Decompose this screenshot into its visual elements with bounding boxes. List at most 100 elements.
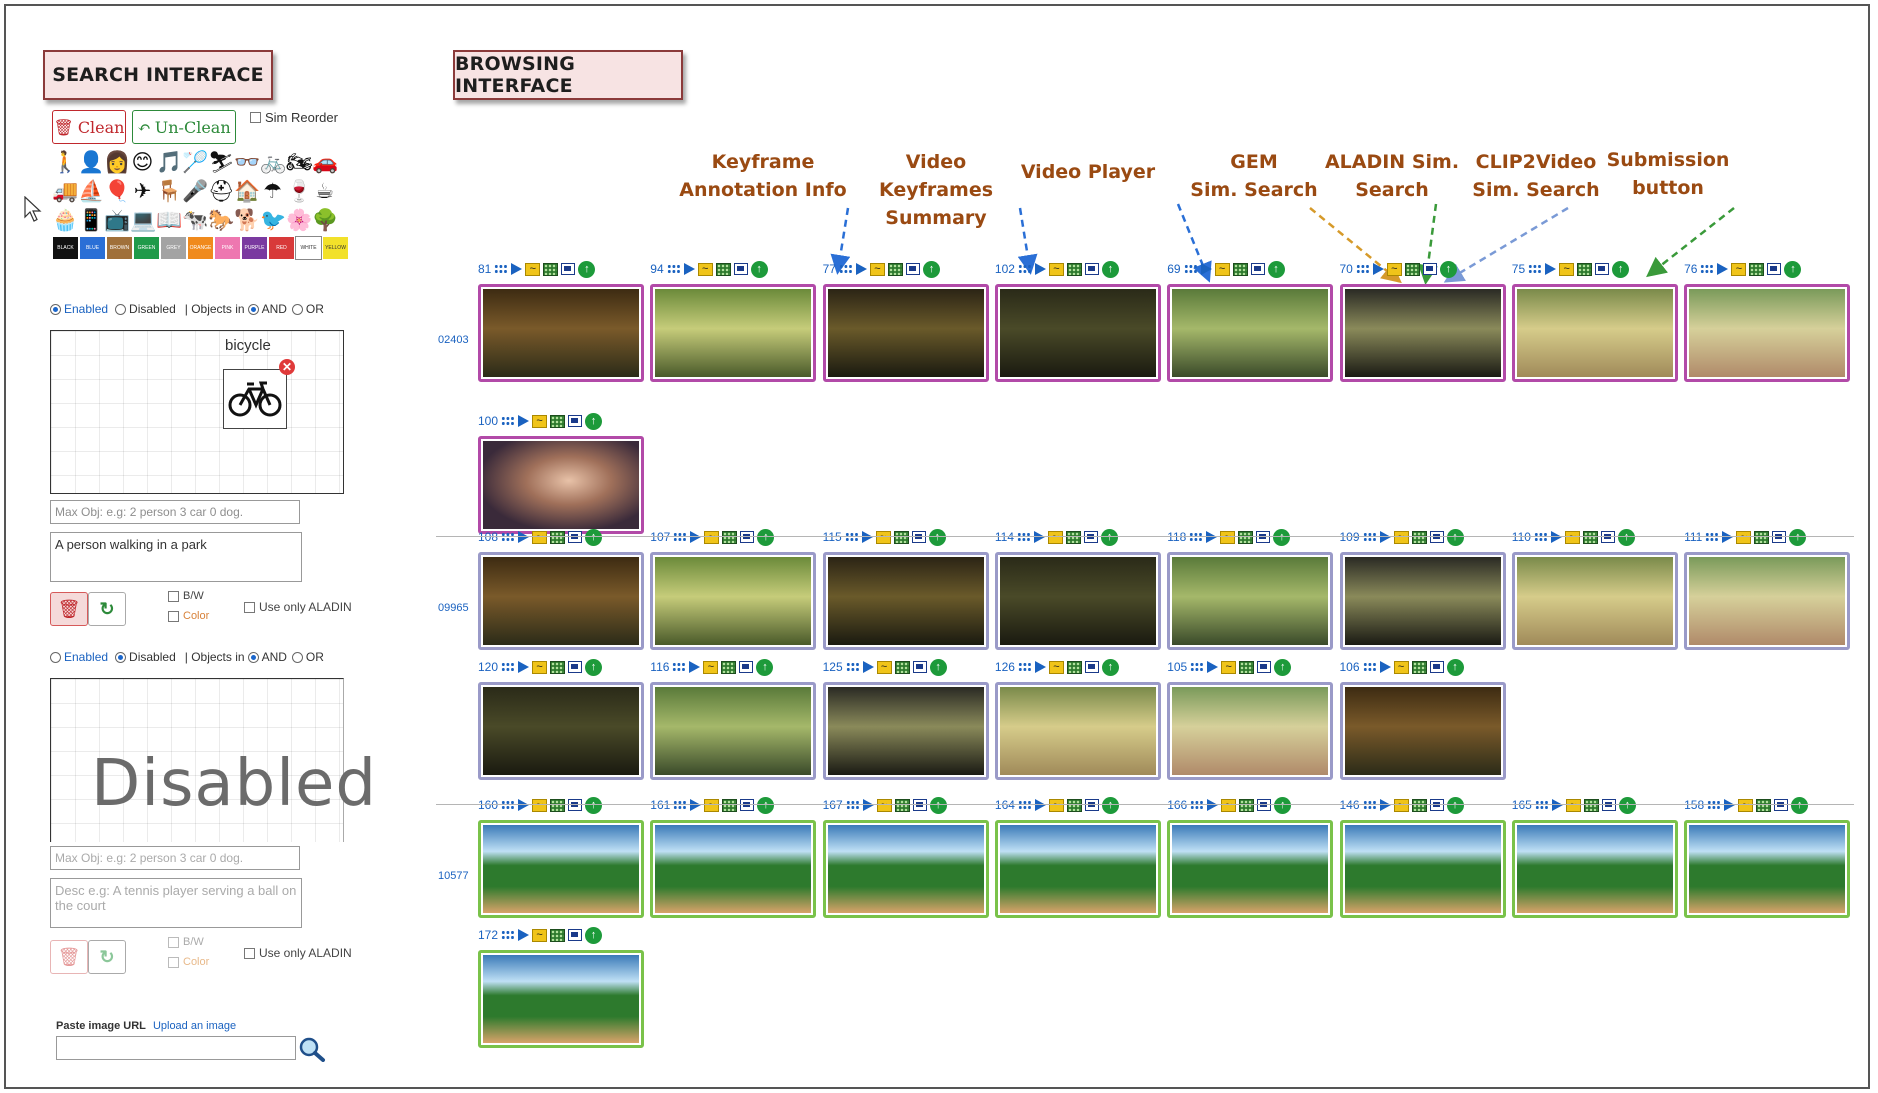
object-palette-icon[interactable]: 🐎 — [208, 208, 235, 232]
clip2video-search-icon[interactable] — [568, 799, 583, 811]
aladin-search-icon[interactable] — [721, 660, 737, 674]
gem-search-icon[interactable]: ~ — [1214, 262, 1230, 276]
video-player-icon[interactable] — [689, 661, 701, 673]
aladin-search-icon[interactable] — [1066, 530, 1082, 544]
query2-delete-button[interactable]: 🗑 — [50, 940, 88, 974]
clip2video-search-icon[interactable] — [911, 531, 926, 543]
aladin-search-icon[interactable] — [550, 414, 566, 428]
color-swatch-grey[interactable]: GREY — [160, 236, 187, 260]
color-swatch-brown[interactable]: BROWN — [106, 236, 133, 260]
clip2video-search-icon[interactable] — [1257, 799, 1272, 811]
keyframe-summary-icon[interactable] — [1533, 532, 1548, 542]
keyframe-id-label[interactable]: 109 — [1339, 530, 1360, 544]
keyframe-thumbnail[interactable] — [1684, 820, 1851, 918]
aladin-search-icon[interactable] — [1749, 262, 1765, 276]
keyframe-id-label[interactable]: 76 — [1684, 262, 1698, 276]
video-player-icon[interactable] — [1034, 661, 1046, 673]
keyframe-summary-icon[interactable] — [1017, 800, 1032, 810]
keyframe-id-label[interactable]: 108 — [478, 530, 499, 544]
keyframe-thumbnail[interactable] — [994, 552, 1161, 650]
submit-icon[interactable]: ↑ — [750, 260, 768, 278]
video-player-icon[interactable] — [1207, 661, 1219, 673]
query1-color-checkbox[interactable] — [168, 610, 179, 622]
keyframe-summary-icon[interactable] — [501, 930, 516, 940]
keyframe-thumbnail[interactable] — [1339, 820, 1506, 918]
object-palette-icon[interactable]: 💻 — [130, 208, 157, 232]
video-player-icon[interactable] — [518, 661, 530, 673]
clip2video-search-icon[interactable] — [905, 263, 920, 275]
query2-and-radio[interactable] — [247, 651, 259, 663]
aladin-search-icon[interactable] — [1583, 798, 1599, 812]
submit-icon[interactable]: ↑ — [1784, 260, 1802, 278]
gem-search-icon[interactable]: ~ — [697, 262, 713, 276]
submit-icon[interactable]: ↑ — [1791, 796, 1809, 814]
clean-button[interactable]: 🗑Clean — [52, 110, 126, 144]
keyframe-summary-icon[interactable] — [494, 264, 509, 274]
submit-icon[interactable]: ↑ — [929, 658, 947, 676]
submit-icon[interactable]: ↑ — [1789, 528, 1807, 546]
keyframe-id-label[interactable]: 69 — [1167, 262, 1181, 276]
keyframe-summary-icon[interactable] — [666, 264, 681, 274]
color-swatch-blue[interactable]: BLUE — [79, 236, 106, 260]
submit-icon[interactable]: ↑ — [1274, 658, 1292, 676]
object-palette-icon[interactable]: 🏸 — [182, 150, 209, 174]
remove-object-icon[interactable]: ✕ — [279, 359, 295, 375]
gem-search-icon[interactable]: ~ — [704, 798, 720, 812]
keyframe-thumbnail[interactable] — [1511, 820, 1678, 918]
aladin-search-icon[interactable] — [893, 530, 909, 544]
keyframe-id-label[interactable]: 102 — [994, 262, 1015, 276]
submit-icon[interactable]: ↑ — [928, 528, 946, 546]
keyframe-id-label[interactable]: 81 — [478, 262, 492, 276]
video-player-icon[interactable] — [518, 799, 530, 811]
video-player-icon[interactable] — [518, 929, 530, 941]
video-player-icon[interactable] — [1034, 799, 1046, 811]
object-palette-icon[interactable]: 🐄 — [182, 208, 209, 232]
keyframe-summary-icon[interactable] — [1528, 264, 1543, 274]
clip2video-search-icon[interactable] — [1257, 661, 1272, 673]
query2-aladin-toggle[interactable]: Use only ALADIN — [244, 946, 352, 960]
keyframe-id-label[interactable]: 160 — [478, 798, 499, 812]
submit-icon[interactable]: ↑ — [1439, 260, 1457, 278]
aladin-search-icon[interactable] — [1066, 660, 1082, 674]
keyframe-thumbnail[interactable] — [994, 682, 1161, 780]
clip2video-search-icon[interactable] — [1767, 263, 1782, 275]
keyframe-id-label[interactable]: 111 — [1684, 530, 1703, 544]
video-player-icon[interactable] — [855, 263, 867, 275]
gem-search-icon[interactable]: ~ — [525, 262, 541, 276]
search-icon[interactable] — [298, 1036, 326, 1067]
gem-search-icon[interactable]: ~ — [532, 414, 548, 428]
video-player-icon[interactable] — [1550, 531, 1562, 543]
object-palette-icon[interactable]: 🧁 — [52, 208, 79, 232]
keyframe-id-label[interactable]: 107 — [650, 530, 671, 544]
object-palette-icon[interactable]: 🏍 — [286, 150, 313, 174]
clip2video-search-icon[interactable] — [1084, 531, 1099, 543]
submit-icon[interactable]: ↑ — [585, 528, 603, 546]
object-palette-icon[interactable]: 🍷 — [286, 179, 313, 203]
submit-icon[interactable]: ↑ — [1618, 796, 1636, 814]
keyframe-id-label[interactable]: 114 — [994, 530, 1015, 544]
clip2video-search-icon[interactable] — [912, 661, 927, 673]
object-palette-icon[interactable]: 🎤 — [182, 179, 209, 203]
clip2video-search-icon[interactable] — [568, 929, 583, 941]
unclean-button[interactable]: ↶Un-Clean — [132, 110, 236, 144]
keyframe-summary-icon[interactable] — [1705, 532, 1720, 542]
object-palette-icon[interactable]: 🐕 — [234, 208, 261, 232]
gem-search-icon[interactable]: ~ — [1393, 530, 1409, 544]
keyframe-summary-icon[interactable] — [501, 800, 516, 810]
video-player-icon[interactable] — [1200, 263, 1212, 275]
gem-search-icon[interactable]: ~ — [1565, 798, 1581, 812]
keyframe-thumbnail[interactable] — [1339, 284, 1506, 382]
keyframe-summary-icon[interactable] — [1183, 264, 1198, 274]
query2-description-input[interactable]: Desc e.g: A tennis player serving a ball… — [50, 878, 302, 928]
query1-max-objects-input[interactable]: Max Obj: e.g: 2 person 3 car 0 dog. — [50, 500, 300, 524]
keyframe-summary-icon[interactable] — [1017, 264, 1032, 274]
gem-search-icon[interactable]: ~ — [1048, 660, 1064, 674]
gem-search-icon[interactable]: ~ — [1738, 798, 1754, 812]
query2-color-checkbox[interactable] — [168, 956, 179, 968]
keyframe-thumbnail[interactable] — [1684, 284, 1851, 382]
keyframe-thumbnail[interactable] — [1339, 682, 1506, 780]
keyframe-id-label[interactable]: 77 — [822, 262, 836, 276]
video-player-icon[interactable] — [683, 263, 695, 275]
clip2video-search-icon[interactable] — [568, 661, 583, 673]
keyframe-summary-icon[interactable] — [501, 662, 516, 672]
